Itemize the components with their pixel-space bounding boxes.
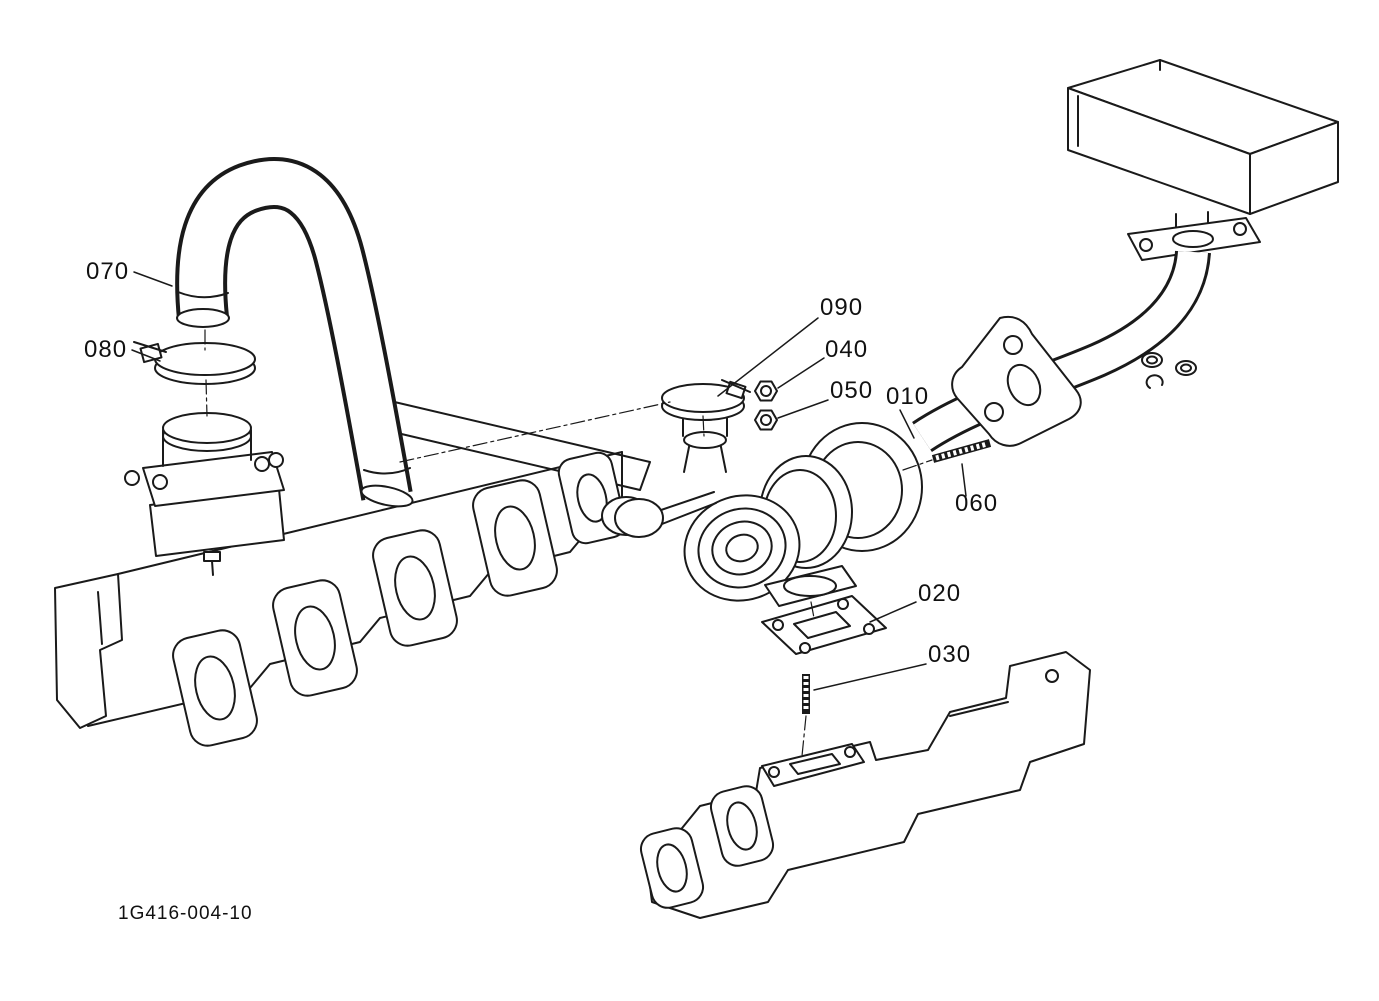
hose-clamp-080-drawing: [133, 341, 256, 385]
part-label-070: 070: [86, 258, 130, 285]
part-label-090: 090: [820, 294, 864, 321]
part-label-080: 080: [84, 336, 128, 363]
nut-040-drawing: [754, 380, 778, 402]
inlet-port-drawing: [124, 412, 285, 576]
muffler-drawing: [1067, 59, 1339, 215]
fasteners-drawing: [1141, 352, 1197, 389]
intake-manifold-drawing: [54, 399, 651, 747]
leader-lines: [131, 271, 967, 691]
air-hose-drawing: [175, 157, 414, 508]
part-label-060: 060: [955, 490, 999, 517]
part-label-010: 010: [886, 383, 930, 410]
drawing-number: 1G416-004-10: [118, 903, 253, 924]
part-label-020: 020: [918, 580, 962, 607]
part-label-040: 040: [825, 336, 869, 363]
hose-clamp-090-drawing: [661, 379, 751, 421]
pipe-flange-gasket-drawing: [951, 315, 1082, 447]
gasket-020-drawing: [761, 595, 887, 655]
muffler-flange-drawing: [1127, 211, 1261, 261]
exhaust-manifold-drawing: [639, 651, 1091, 919]
part-label-030: 030: [928, 641, 972, 668]
turbocharger-drawing: [601, 403, 923, 607]
nut-050-drawing: [754, 409, 778, 431]
stud-060-drawing: [931, 439, 992, 463]
centerlines: [204, 329, 933, 757]
part-label-050: 050: [830, 377, 874, 404]
